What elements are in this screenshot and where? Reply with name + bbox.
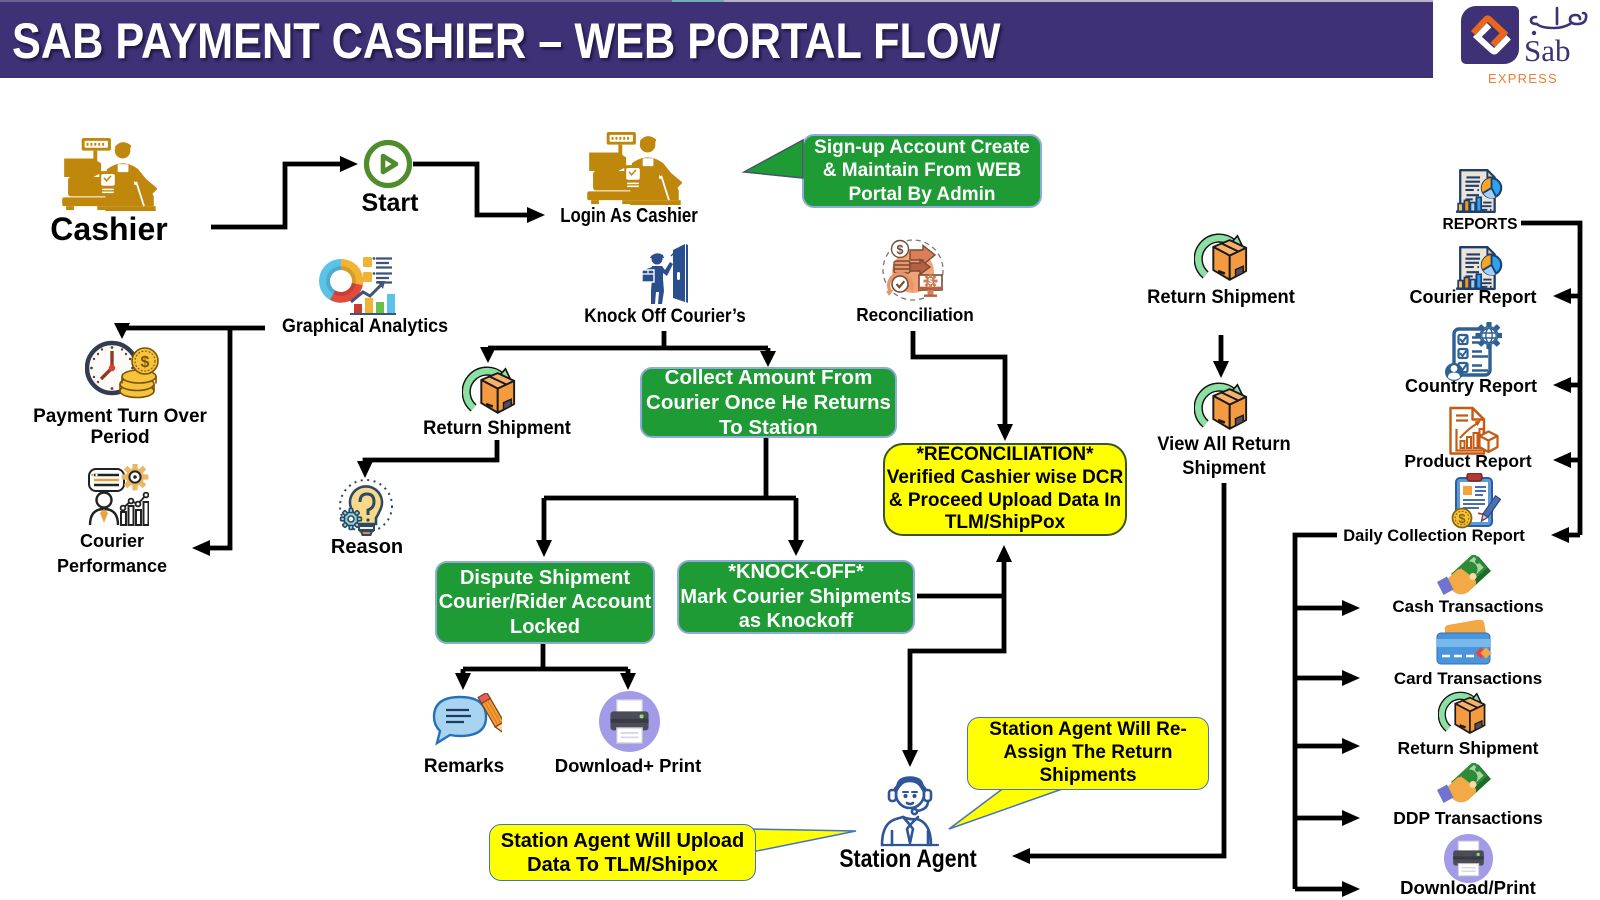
- svg-text:$: $: [928, 277, 933, 286]
- svg-text:$: $: [141, 354, 150, 371]
- svg-text:$: $: [897, 243, 904, 257]
- svg-text:$: $: [1458, 511, 1466, 526]
